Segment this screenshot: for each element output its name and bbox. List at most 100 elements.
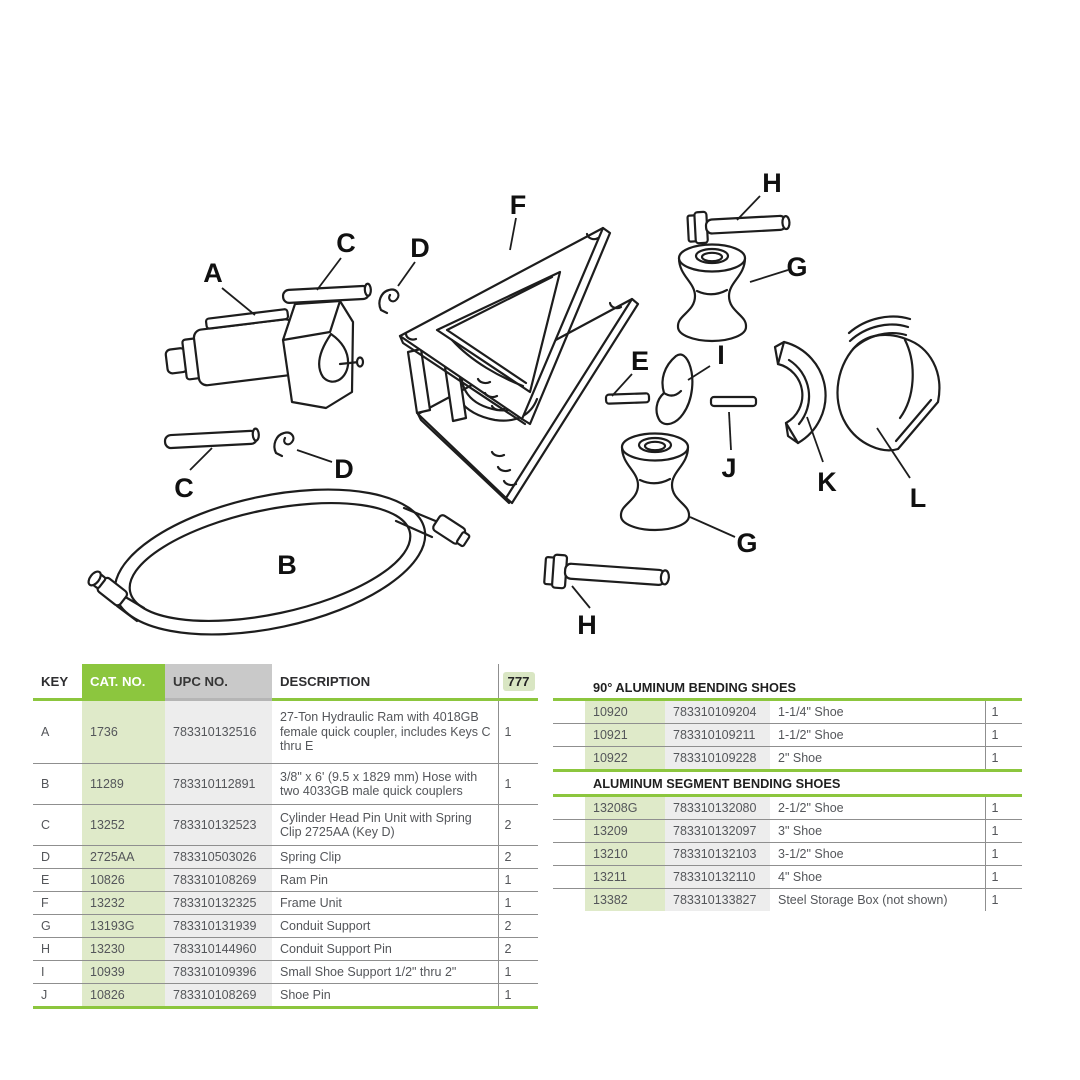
table-row: 10920 783310109204 1-1/4" Shoe 1	[553, 699, 1023, 724]
part-label-d-top: D	[410, 233, 430, 263]
part-g-conduit-support-drawing	[676, 243, 748, 343]
table-row: D 2725AA 783310503026 Spring Clip 2	[33, 845, 538, 869]
cell-desc: Small Shoe Support 1/2" thru 2"	[272, 960, 498, 984]
part-i-detail-line	[662, 389, 683, 397]
leader-lines	[189, 195, 911, 609]
cell-key-empty	[553, 819, 585, 843]
part-labels: A C D F H G E I J K L C D B G H	[174, 168, 926, 640]
cell-cat: 1736	[82, 699, 165, 764]
section-title: 90° ALUMINUM BENDING SHOES	[553, 676, 1023, 701]
cell-desc: 2-1/2" Shoe	[770, 795, 985, 820]
cell-cat: 13211	[585, 865, 665, 889]
cell-desc: Steel Storage Box (not shown)	[778, 893, 948, 907]
section-title-row: ALUMINUM SEGMENT BENDING SHOES	[553, 770, 1023, 797]
part-k-shoe-drawing	[773, 340, 827, 445]
cell-qty: 1	[984, 888, 1023, 911]
section-title: ALUMINUM SEGMENT BENDING SHOES	[553, 770, 1023, 797]
cell-key: E	[33, 868, 82, 892]
table-row: B 11289 783310112891 3/8" x 6' (9.5 x 18…	[33, 763, 538, 805]
table-row: E 10826 783310108269 Ram Pin 1	[33, 868, 538, 892]
bending-shoes-table: 90° ALUMINUM BENDING SHOES 10920 7833101…	[553, 676, 1023, 912]
cell-desc: 1-1/4" Shoe	[770, 699, 985, 724]
part-label-l: L	[910, 483, 927, 513]
table-row: 13382 783310133827 Steel Storage Box (no…	[553, 888, 1023, 912]
cell-cat: 13382	[585, 888, 665, 911]
part-label-e: E	[631, 346, 649, 376]
part-label-i: I	[717, 340, 725, 370]
cell-cat: 13232	[82, 891, 165, 915]
cell-upc: 783310109396	[165, 960, 272, 984]
cell-key-empty	[553, 889, 585, 912]
table-row: C 13252 783310132523 Cylinder Head Pin U…	[33, 804, 538, 846]
table-row: 10921 783310109211 1-1/2" Shoe 1	[553, 723, 1023, 747]
cell-qty: 2	[497, 845, 538, 869]
cell-desc: Frame Unit	[272, 891, 498, 915]
part-d-spring-clip-drawings	[273, 288, 400, 458]
cell-upc: 783310133827	[665, 888, 770, 911]
qty-header-badge: 777	[502, 671, 535, 691]
part-label-h-top: H	[762, 168, 782, 198]
table-row: G 13193G 783310131939 Conduit Support 2	[33, 914, 538, 938]
cell-upc: 783310112891	[165, 763, 272, 805]
cell-upc: 783310144960	[165, 937, 272, 961]
cell-desc: Conduit Support	[272, 914, 498, 938]
table-row: 13209 783310132097 3" Shoe 1	[553, 819, 1023, 843]
cell-upc: 783310131939	[165, 914, 272, 938]
cell-upc: 783310109228	[665, 746, 770, 772]
table-row: 10922 783310109228 2" Shoe 1	[553, 746, 1023, 772]
cell-cat: 10922	[585, 746, 665, 772]
part-e-ram-pin-drawing	[604, 392, 651, 405]
cell-upc: 783310132097	[665, 819, 770, 843]
cell-qty: 1	[984, 699, 1023, 724]
exploded-parts-diagram: A C D F H G E I J K L C D B G H	[87, 168, 941, 640]
part-label-g-bottom: G	[736, 528, 757, 558]
cell-cat: 11289	[82, 763, 165, 805]
part-b-hose-drawing	[87, 488, 471, 636]
cell-desc: Conduit Support Pin	[272, 937, 498, 961]
cell-cat: 2725AA	[82, 845, 165, 869]
part-label-c-top: C	[336, 228, 356, 258]
part-label-h-bottom: H	[577, 610, 597, 640]
section-title-row: 90° ALUMINUM BENDING SHOES	[553, 676, 1023, 701]
table-row: A 1736 783310132516 27-Ton Hydraulic Ram…	[33, 699, 538, 764]
part-label-g-top: G	[786, 252, 807, 282]
cell-qty: 1	[497, 699, 538, 764]
cell-qty: 1	[497, 868, 538, 892]
cell-key: F	[33, 891, 82, 915]
part-h-pin-drawings	[543, 210, 791, 590]
cell-desc: Spring Clip	[272, 845, 498, 869]
cell-key: I	[33, 960, 82, 984]
cell-qty: 2	[497, 914, 538, 938]
cell-cat: 13230	[82, 937, 165, 961]
cell-cat: 10939	[82, 960, 165, 984]
cell-cat: 13208G	[585, 795, 665, 820]
cell-qty: 1	[497, 891, 538, 915]
part-label-a: A	[203, 258, 223, 288]
cell-desc: 2" Shoe	[770, 746, 985, 772]
table-row: 13210 783310132103 3-1/2" Shoe 1	[553, 842, 1023, 866]
table-row: 13211 783310132110 4" Shoe 1	[553, 865, 1023, 889]
cell-key-empty	[553, 842, 585, 866]
cell-desc: Ram Pin	[272, 868, 498, 892]
cell-upc: 783310109204	[665, 699, 770, 724]
cell-qty: 1	[984, 723, 1023, 747]
part-l-shoe-drawing	[836, 315, 941, 452]
cell-upc: 783310132080	[665, 795, 770, 820]
part-label-k: K	[817, 467, 837, 497]
cell-key-empty	[553, 699, 585, 724]
part-label-d-bottom: D	[334, 454, 354, 484]
col-header-upc-no: UPC NO.	[165, 664, 272, 701]
cell-cat: 13209	[585, 819, 665, 843]
cell-qty: 1	[984, 795, 1023, 820]
cell-upc: 783310132110	[665, 865, 770, 889]
cell-key-empty	[553, 723, 585, 747]
cell-qty: 1	[497, 763, 538, 805]
cell-key: A	[33, 699, 82, 764]
cell-desc: 3" Shoe	[770, 819, 985, 843]
col-header-qty: 777	[497, 664, 538, 701]
part-g-conduit-support-drawing-2	[619, 432, 691, 532]
cell-key: C	[33, 804, 82, 846]
part-j-shoe-pin-drawing	[709, 395, 758, 408]
part-c-pin-drawings	[163, 282, 372, 450]
part-label-c-bottom: C	[174, 473, 194, 503]
